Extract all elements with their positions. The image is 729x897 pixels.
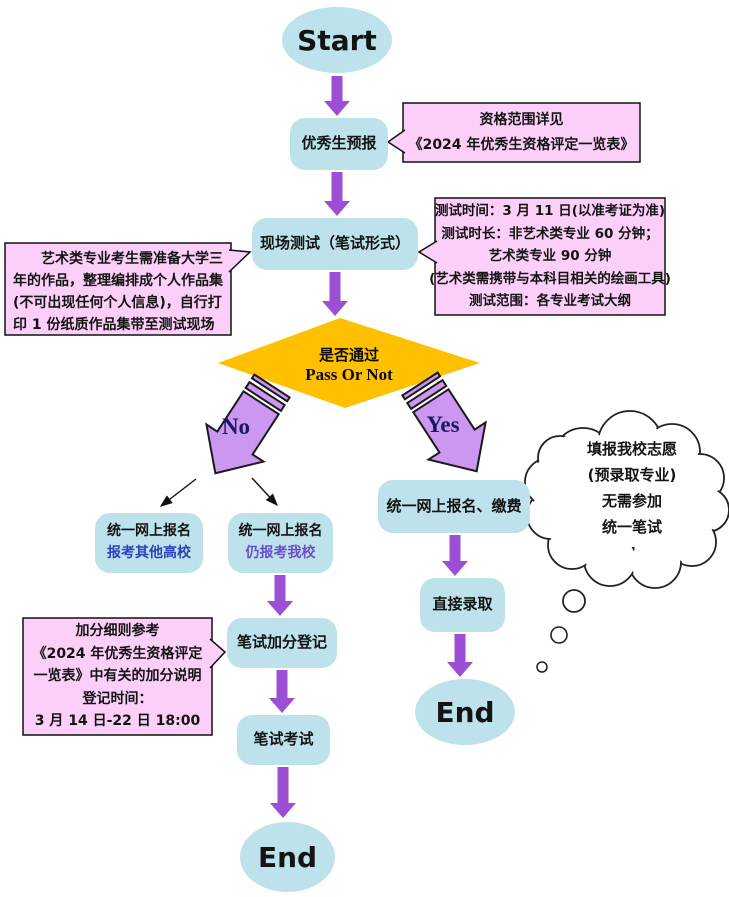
arrow-bonus-to-exam [269,670,295,713]
cloud-line-1: 填报我校志愿 [586,440,677,458]
test-info-note-box [434,197,666,316]
decision-label: 是否通过 Pass Or Not [249,338,449,390]
bonus-note-box [22,617,213,736]
portfolio-note-pointer [228,249,252,273]
decision-diamond [218,318,480,408]
bonus-line-2: 《2024 年优秀生资格评定 [32,645,203,662]
cloud-line-4: 统一笔试 [601,518,662,536]
bonus-register-node: 笔试加分登记 [227,618,337,668]
test-info-note: 测试时间：3 月 11 日(以准考证为准) 测试时长：非艺术类专业 60 分钟；… [429,200,671,313]
arrow-ours-to-bonus [267,575,293,616]
bonus-rules-note: 加分细则参考 《2024 年优秀生资格评定 一览表》中有关的加分说明 登记时间：… [24,620,211,733]
test-info-line-2: 测试时长：非艺术类专业 60 分钟； [441,225,659,242]
written-exam-node: 笔试考试 [237,715,330,765]
decision-line-en: Pass Or Not [305,364,393,384]
eligibility-line-1: 资格范围详见 [479,111,564,128]
bonus-line-1: 加分细则参考 [75,623,160,640]
arrow-start-to-preregister [324,76,350,116]
onsite-test-node: 现场测试（笔试形式） [252,218,418,270]
test-info-line-3: 艺术类专业 90 分钟 [488,248,612,265]
no-label: No [221,414,251,439]
test-info-line-5: 测试范围：各专业考试大纲 [469,293,631,310]
cloud-line-3: 无需参加 [601,492,662,510]
yes-striped-arrow [401,371,487,473]
no-striped-arrow [205,373,291,475]
bonus-line-5: 3 月 14 日-22 日 18:00 [34,713,201,730]
end-right-label: End [435,695,495,729]
end-node-bottom: End [240,822,335,892]
arrow-admit-to-end [447,634,473,677]
apply-ours-line2: 仍报考我校 [245,545,316,561]
apply-other-school-node: 统一网上报名 报考其他高校 [95,513,203,573]
arrow-pay-to-admit [442,535,468,576]
arrow-test-to-decision [322,272,348,316]
preregister-node: 优秀生预报 [290,118,388,170]
yes-label: Yes [426,412,460,437]
direct-admit-label: 直接录取 [432,595,493,614]
cloud-trail-dot-small [536,661,548,673]
onsite-test-label: 现场测试（笔试形式） [259,234,410,253]
bonus-register-label: 笔试加分登记 [236,633,327,652]
flow-arrows [267,76,473,818]
apply-pay-label: 统一网上报名、缴费 [386,496,522,515]
preregister-label: 优秀生预报 [301,134,377,153]
bonus-line-3: 一览表》中有关的加分说明 [33,668,202,685]
callout-notes [4,102,666,736]
connector-to-our-school [251,477,278,507]
cloud-text: 填报我校志愿 (预录取专业) 无需参加 统一笔试 [558,432,706,544]
connector-to-other-school [159,478,197,507]
direct-admit-node: 直接录取 [420,578,505,632]
apply-other-line1: 统一网上报名 [107,523,191,540]
apply-other-line2: 报考其他高校 [107,545,191,561]
start-node: Start [282,7,392,73]
written-exam-label: 笔试考试 [253,730,314,749]
bonus-line-4: 登记时间： [82,690,153,707]
eligibility-line-2: 《2024 年优秀生资格评定一览表》 [408,136,635,153]
arrow-exam-to-end [270,767,296,818]
test-info-line-4: (艺术类需携带与本科目相关的绘画工具) [429,270,671,287]
apply-pay-node: 统一网上报名、缴费 [378,480,530,533]
eligibility-note-box [402,102,641,163]
end-bottom-label: End [257,840,318,874]
split-connectors [159,477,278,507]
apply-ours-line1: 统一网上报名 [238,523,323,540]
apply-our-school-node: 统一网上报名 仍报考我校 [228,513,333,573]
portfolio-note: 艺术类专业考生需准备大学三年的作品，整理编排成个人作品集(不可出现任何个人信息)… [8,246,228,333]
eligibility-note: 资格范围详见 《2024 年优秀生资格评定一览表》 [404,104,639,161]
cloud-trail-dot-large [562,589,586,613]
test-info-note-pointer [417,240,438,264]
portfolio-note-text: 艺术类专业考生需准备大学三年的作品，整理编排成个人作品集(不可出现任何个人信息)… [13,251,223,333]
start-label: Start [297,23,377,57]
portfolio-note-box [4,242,232,336]
arrow-preregister-to-test [324,172,350,216]
test-info-line-1: 测试时间：3 月 11 日(以准考证为准) [434,203,666,220]
eligibility-note-pointer [386,129,406,154]
bonus-note-pointer [209,638,227,669]
cloud-trail-dot-medium [550,626,568,644]
end-node-right: End [415,679,515,745]
cloud-line-2: (预录取专业) [587,466,677,484]
thought-cloud [524,410,729,673]
decision-line-cn: 是否通过 [318,345,379,364]
